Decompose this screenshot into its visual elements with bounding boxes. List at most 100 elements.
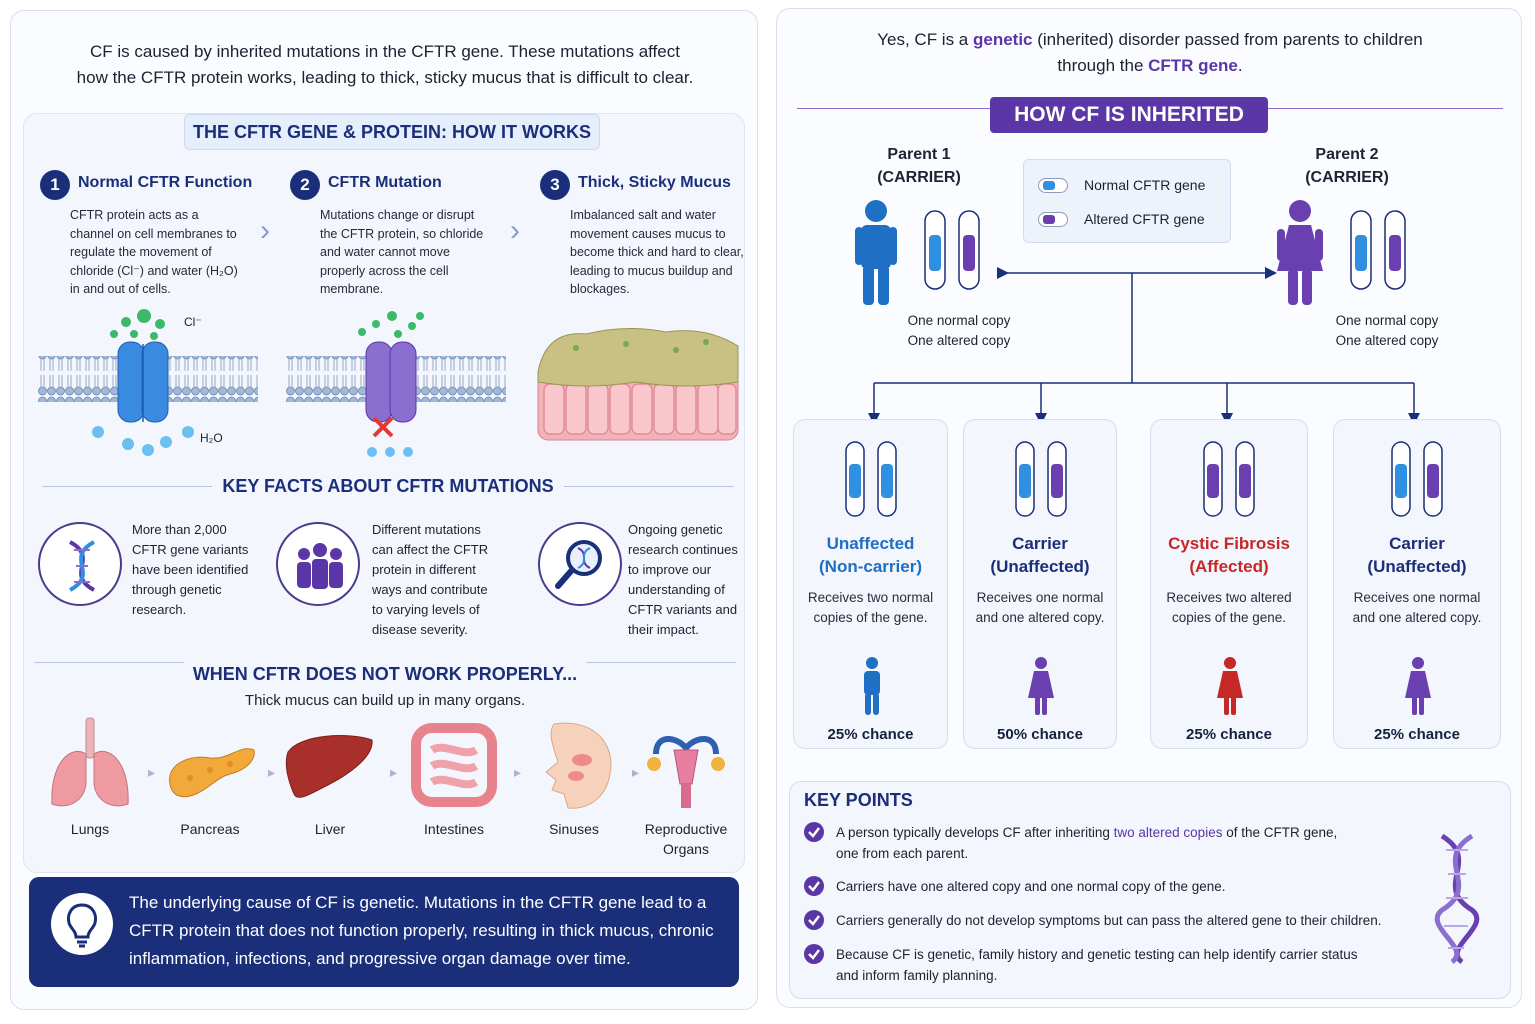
parent-1-copies: One normal copy One altered copy: [889, 311, 1029, 351]
dna-helix-icon: [1434, 833, 1480, 965]
key-point-text: Carriers have one altered copy and one n…: [836, 879, 1226, 894]
organ-sinuses: Sinuses: [524, 714, 624, 839]
intro-highlight-cftr: CFTR gene: [1148, 56, 1238, 75]
outcome-title: Carrier(Unaffected): [964, 532, 1116, 578]
step-title: Normal CFTR Function: [78, 174, 253, 191]
organ-intestines: Intestines: [404, 714, 504, 839]
how-it-works-section: THE CFTR GENE & PROTEIN: HOW IT WORKS 1 …: [23, 113, 745, 873]
organ-label: Liver: [314, 821, 346, 837]
liver-icon: [285, 735, 373, 798]
normal-gene-swatch: [1038, 178, 1068, 193]
outcome-chance: 25% chance: [1374, 726, 1460, 743]
callout-text: The underlying cause of CF is genetic. M…: [129, 893, 714, 968]
intro-text: through the: [1057, 56, 1149, 75]
chloride-label: Cl⁻: [184, 315, 202, 329]
kp-segment: and inform family planning.: [836, 968, 998, 983]
key-points-title: KEY POINTS: [804, 790, 913, 810]
step-description: Mutations change or disrupt the CFTR pro…: [320, 208, 484, 296]
child-figure-icon: [1405, 657, 1431, 715]
outcome-unaffected: Unaffected(Non-carrier) Receives two nor…: [793, 419, 948, 749]
step-title: CFTR Mutation: [328, 174, 442, 191]
mutated-channel-illustration: [286, 311, 506, 457]
intro-line-2: how the CFTR protein works, leading to t…: [76, 68, 694, 87]
key-points: KEY POINTS A person typically develops C…: [789, 781, 1511, 999]
child-figure-icon: [1217, 657, 1243, 715]
arrow-right-icon: ▸: [632, 764, 640, 780]
outcome-carrier-2: Carrier (Unaffected) Receives one normal …: [1333, 419, 1501, 749]
organ-label: Pancreas: [180, 821, 240, 837]
step-number: 1: [40, 170, 70, 200]
organs-title: WHEN CFTR DOES NOT WORK PROPERLY...: [192, 664, 578, 684]
arrow-right-icon: ▸: [390, 764, 398, 780]
key-facts-title: KEY FACTS ABOUT CFTR MUTATIONS: [222, 476, 554, 496]
organ-label: Intestines: [424, 821, 484, 837]
organ-label: Reproductive Organs: [644, 821, 728, 857]
step-description: Imbalanced salt and water movement cause…: [570, 208, 744, 296]
female-figure-icon: [1277, 200, 1323, 305]
kp-highlight: two altered copies: [1113, 825, 1223, 840]
divider: [42, 486, 212, 487]
outcome-title-line: Carrier: [1389, 534, 1445, 553]
step-normal-function: 1 Normal CFTR Function CFTR protein acts…: [40, 170, 253, 300]
step-description: CFTR protein acts as a channel on cell m…: [70, 208, 238, 296]
parent-name: Parent 1: [887, 146, 951, 163]
organ-pancreas: Pancreas: [160, 714, 260, 839]
divider: [34, 662, 184, 663]
key-point: Carriers generally do not develop sympto…: [804, 910, 1404, 932]
outcome-description: Receives two altered copies of the gene.: [1166, 590, 1292, 625]
step-thick-mucus: 3 Thick, Sticky Mucus Imbalanced salt an…: [540, 170, 750, 300]
intestines-icon: [411, 723, 497, 807]
lungs-icon: [51, 717, 129, 807]
inheritance-connectors: [868, 267, 1420, 425]
key-point: Carriers have one altered copy and one n…: [804, 876, 1404, 898]
key-point-text: Carriers generally do not develop sympto…: [836, 913, 1382, 928]
copy-line: One normal copy: [1335, 313, 1439, 328]
outcome-title: Carrier (Unaffected): [1334, 532, 1500, 578]
legend-altered: Altered CFTR gene: [1084, 211, 1205, 227]
outcome-cystic-fibrosis: Cystic Fibrosis(Affected) Receives two a…: [1150, 419, 1308, 749]
key-point-text: A person typically develops CF after inh…: [836, 822, 1406, 864]
intro-text: Yes, CF is a: [877, 30, 973, 49]
outcome-description: Receives two normal copies of the gene.: [807, 590, 934, 625]
magnifier-dna-icon: [538, 522, 622, 606]
fact-text: Different mutations can affect the CFTR …: [372, 522, 489, 637]
pancreas-icon: [169, 748, 255, 798]
arrow-right-icon: ▸: [148, 764, 156, 780]
organ-liver: Liver: [280, 714, 380, 839]
check-icon: [804, 822, 824, 842]
male-figure-icon: [855, 200, 897, 305]
water-label: H₂O: [200, 431, 223, 445]
outcome-chromosomes: [1391, 441, 1443, 517]
step-mutation: 2 CFTR Mutation Mutations change or disr…: [290, 170, 500, 300]
parent-status: (CARRIER): [877, 169, 961, 186]
organs-subtitle: Thick mucus can build up in many organs.: [244, 692, 526, 709]
parent-2-chromosomes: [1350, 210, 1406, 290]
intro-text: (inherited) disorder passed from parents…: [1032, 30, 1423, 49]
outcome-chance: 25% chance: [1186, 726, 1272, 743]
outcome-title-line: (Unaffected): [1367, 557, 1467, 576]
parent-name: Parent 2: [1315, 146, 1379, 163]
copy-line: One altered copy: [1335, 333, 1439, 348]
sinuses-icon: [545, 722, 612, 809]
arrow-right-icon: ▸: [268, 764, 276, 780]
parent-1-label: Parent 1 (CARRIER): [869, 143, 969, 189]
right-intro: Yes, CF is a genetic (inherited) disorde…: [777, 27, 1523, 79]
outcome-title-line: (Non-carrier): [819, 557, 922, 576]
child-figure-icon: [864, 657, 880, 715]
organ-label: Sinuses: [549, 821, 599, 837]
people-icon: [276, 522, 360, 606]
key-point-text: Because CF is genetic, family history an…: [836, 944, 1406, 986]
key-point: A person typically develops CF after inh…: [804, 822, 1404, 866]
outcome-title: Unaffected(Non-carrier): [794, 532, 947, 578]
outcome-carrier-1: Carrier(Unaffected) Receives one normal …: [963, 419, 1117, 749]
altered-gene-swatch: [1038, 212, 1068, 227]
how-it-works-title: THE CFTR GENE & PROTEIN: HOW IT WORKS: [184, 114, 600, 150]
outcome-description: Receives one normal and one altered copy…: [1352, 590, 1482, 625]
outcome-chromosomes: [1203, 441, 1255, 517]
outcome-title-line: (Affected): [1189, 557, 1269, 576]
organ-reproductive: Reproductive Organs: [636, 714, 736, 859]
copy-line: One normal copy: [907, 313, 1011, 328]
inheritance-panel: Yes, CF is a genetic (inherited) disorde…: [776, 8, 1522, 1008]
child-figure-icon: [1028, 657, 1054, 715]
outcome-chromosomes: [1015, 441, 1067, 517]
